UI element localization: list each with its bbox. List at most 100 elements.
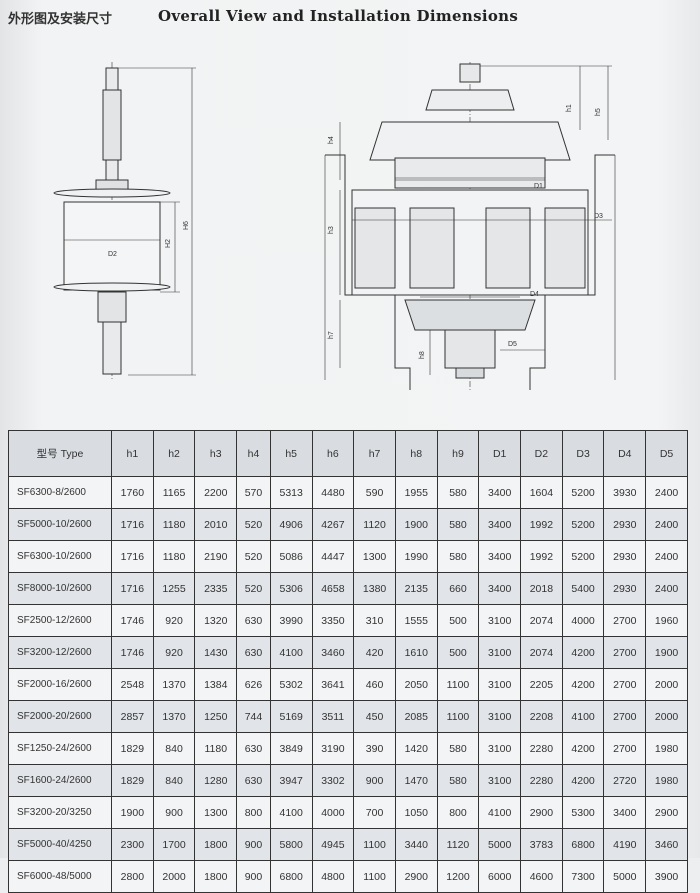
cell-value: 3400 <box>478 572 522 605</box>
cell-value: 4267 <box>311 508 355 541</box>
column-header-h4: h4 <box>236 430 271 477</box>
generator-cross-section <box>324 62 616 390</box>
cell-value: 1370 <box>152 668 196 701</box>
cell-value: 1320 <box>194 604 238 637</box>
cell-value: 4200 <box>561 764 605 797</box>
cell-value: 1900 <box>111 796 154 829</box>
cell-value: 2000 <box>645 700 688 733</box>
cell-type: SF2000-20/2600 <box>8 700 112 733</box>
cell-value: 5086 <box>269 540 313 573</box>
cell-value: 2135 <box>394 572 438 605</box>
cell-value: 900 <box>236 828 271 861</box>
cell-value: 3100 <box>478 636 522 669</box>
label-d5: D5 <box>508 341 517 348</box>
cell-value: 3100 <box>478 604 522 637</box>
cell-value: 1430 <box>194 636 238 669</box>
cell-value: 1800 <box>194 860 238 893</box>
cell-type: SF6000-48/5000 <box>8 860 112 893</box>
cell-value: 4190 <box>603 828 647 861</box>
cell-value: 520 <box>236 572 271 605</box>
cell-value: 2300 <box>111 828 154 861</box>
cell-value: 1100 <box>436 700 480 733</box>
cell-value: 4800 <box>311 860 355 893</box>
column-header-h7: h7 <box>353 430 396 477</box>
cell-value: 2000 <box>645 668 688 701</box>
cell-value: 2018 <box>520 572 563 605</box>
cell-value: 2700 <box>603 668 647 701</box>
cell-value: 920 <box>152 636 196 669</box>
cell-value: 4480 <box>311 476 355 509</box>
cell-value: 1960 <box>645 604 688 637</box>
cell-type: SF6300-10/2600 <box>8 540 112 573</box>
cell-value: 626 <box>236 668 271 701</box>
cell-value: 2900 <box>645 796 688 829</box>
cell-value: 1384 <box>194 668 238 701</box>
cell-value: 1100 <box>353 828 396 861</box>
column-header-h2: h2 <box>152 430 196 477</box>
cell-value: 4100 <box>478 796 522 829</box>
cell-value: 3511 <box>311 700 355 733</box>
label-h2: H2 <box>165 239 172 248</box>
cell-value: 3947 <box>269 764 313 797</box>
column-header-d2: D2 <box>520 430 563 477</box>
cell-value: 3400 <box>478 508 522 541</box>
cell-value: 1100 <box>436 668 480 701</box>
cell-value: 520 <box>236 540 271 573</box>
label-h1: h1 <box>566 104 573 112</box>
label-h4: h4 <box>328 136 335 144</box>
cell-value: 1180 <box>152 540 196 573</box>
cell-value: 3302 <box>311 764 355 797</box>
cell-value: 2857 <box>111 700 154 733</box>
cell-value: 1180 <box>194 732 238 765</box>
cell-value: 7300 <box>561 860 605 893</box>
cell-value: 5800 <box>269 828 313 861</box>
cell-value: 1250 <box>194 700 238 733</box>
title-english: Overall View and Installation Dimensions <box>158 7 519 25</box>
cell-value: 920 <box>152 604 196 637</box>
cell-value: 3460 <box>645 828 688 861</box>
label-h3: h3 <box>328 226 335 234</box>
cell-value: 3100 <box>478 764 522 797</box>
rotor-side-view <box>53 62 196 380</box>
column-header-h6: h6 <box>311 430 355 477</box>
cell-value: 1604 <box>520 476 563 509</box>
cell-value: 1120 <box>436 828 480 861</box>
cell-value: 2700 <box>603 604 647 637</box>
cell-value: 800 <box>236 796 271 829</box>
cell-value: 2700 <box>603 732 647 765</box>
cell-value: 3900 <box>645 860 688 893</box>
cell-value: 3190 <box>311 732 355 765</box>
cell-value: 4658 <box>311 572 355 605</box>
cell-value: 450 <box>353 700 396 733</box>
cell-value: 2900 <box>520 796 563 829</box>
cell-value: 3350 <box>311 604 355 637</box>
cell-value: 1800 <box>194 828 238 861</box>
cell-value: 2400 <box>645 572 688 605</box>
cell-value: 2930 <box>603 540 647 573</box>
cell-value: 4100 <box>561 700 605 733</box>
cell-value: 5000 <box>478 828 522 861</box>
label-d4: D4 <box>530 291 539 298</box>
cell-value: 2548 <box>111 668 154 701</box>
cell-value: 3100 <box>478 668 522 701</box>
cell-value: 1610 <box>394 636 438 669</box>
cell-value: 590 <box>353 476 396 509</box>
cell-value: 5169 <box>269 700 313 733</box>
cell-value: 5200 <box>561 476 605 509</box>
cell-value: 1180 <box>152 508 196 541</box>
cell-value: 2280 <box>520 764 563 797</box>
cell-value: 4200 <box>561 732 605 765</box>
label-d2: D2 <box>108 251 117 258</box>
cell-value: 2700 <box>603 700 647 733</box>
cell-type: SF3200-20/3250 <box>8 796 112 829</box>
cell-type: SF2000-16/2600 <box>8 668 112 701</box>
cell-value: 1420 <box>394 732 438 765</box>
cell-value: 2074 <box>520 604 563 637</box>
